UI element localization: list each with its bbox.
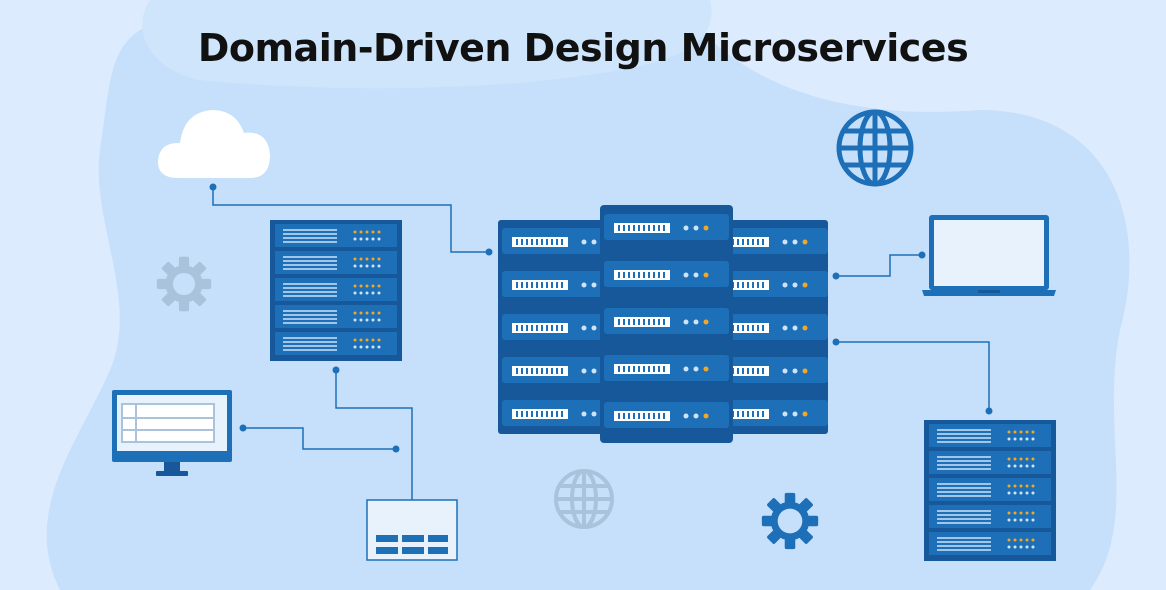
connector-lines xyxy=(212,187,990,508)
gear-icon-muted xyxy=(156,256,212,312)
server-rack-icon-left xyxy=(270,220,402,361)
network-panel-icon xyxy=(366,499,458,561)
diagram-title: Domain-Driven Design Microservices xyxy=(197,26,969,70)
monitor-icon xyxy=(112,390,232,476)
laptop-icon xyxy=(922,215,1056,296)
server-cluster-icon xyxy=(498,205,828,443)
background-blob-top xyxy=(142,0,712,89)
gear-icon xyxy=(761,492,819,550)
globe-icon-muted xyxy=(554,469,614,529)
server-rack-icon-right xyxy=(924,420,1056,561)
globe-icon xyxy=(836,109,914,187)
cloud-icon xyxy=(157,110,270,178)
